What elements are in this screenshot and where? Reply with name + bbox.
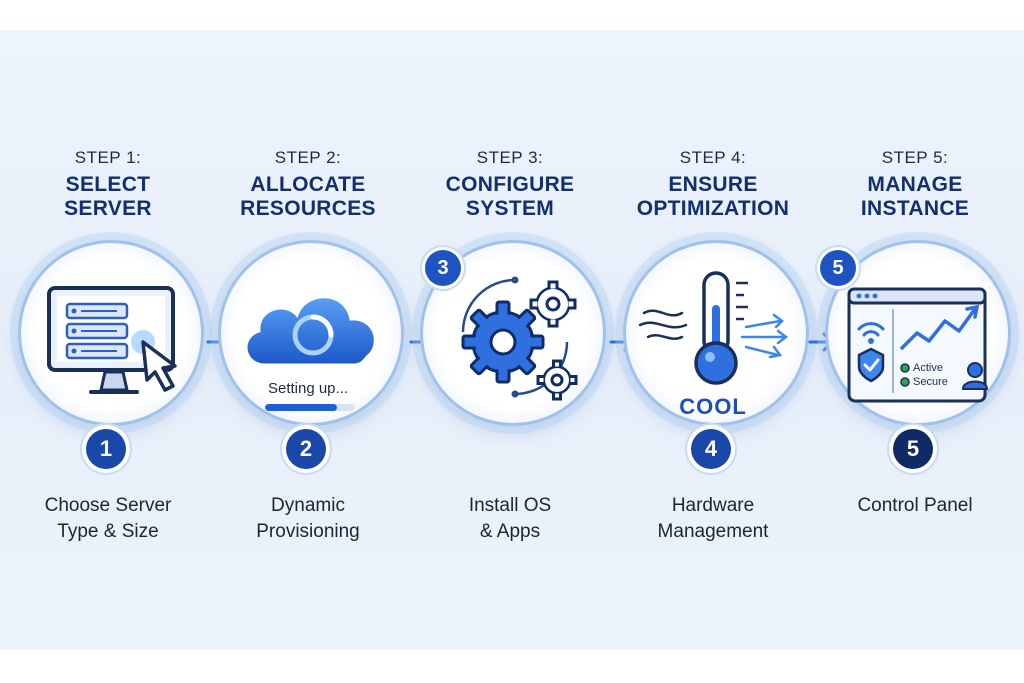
step-title: SELECT SERVER — [64, 173, 152, 220]
step-description: Install OS & Apps — [468, 495, 552, 542]
status-text: Setting up... — [267, 380, 349, 397]
step-label: STEP 2: — [274, 148, 342, 167]
step-number-badge: 4 — [691, 429, 731, 469]
step-3: STEP 3: CONFIGURE SYSTEM 3 — [405, 0, 615, 683]
step-number-badge: 1 — [86, 429, 126, 469]
step-description: Dynamic Provisioning — [256, 495, 360, 542]
dashboard-icon — [847, 287, 989, 403]
step-title: MANAGE INSTANCE — [860, 173, 970, 220]
status-item: Secure — [913, 376, 948, 388]
step-title: CONFIGURE SYSTEM — [445, 173, 575, 220]
status-item: Active — [913, 362, 943, 374]
step-number-badge: 2 — [286, 429, 326, 469]
step-5: STEP 5: MANAGE INSTANCE 5 Active Secure … — [810, 0, 1020, 683]
step-title: ALLOCATE RESOURCES — [240, 173, 376, 220]
status-text: COOL — [679, 394, 747, 419]
step-description: Control Panel — [857, 495, 973, 516]
step-description: Choose Server Type & Size — [44, 495, 172, 542]
step-number-badge: 3 — [425, 250, 461, 286]
gears-icon — [461, 276, 578, 401]
progress-fill — [265, 404, 337, 411]
step-label: STEP 5: — [881, 148, 949, 167]
step-title: ENSURE OPTIMIZATION — [636, 173, 790, 220]
step-4: STEP 4: ENSURE OPTIMIZATION COOL 4 Hardw… — [608, 0, 818, 683]
step-2: STEP 2: ALLOCATE RESOURCES Setting up...… — [203, 0, 413, 683]
monitor-pointer-icon — [47, 286, 177, 394]
cloud-loading-icon — [244, 295, 377, 367]
step-number-badge: 5 — [893, 429, 933, 469]
step-label: STEP 3: — [476, 148, 544, 167]
step-1: STEP 1: SELECT SERVER 1 Choose Server Ty… — [3, 0, 213, 683]
step-description: Hardware Management — [657, 495, 769, 542]
thermometer-icon — [638, 271, 789, 385]
progress-bar — [265, 404, 355, 411]
step-label: STEP 4: — [679, 148, 747, 167]
step-label: STEP 1: — [74, 148, 142, 167]
step-number-badge: 5 — [820, 250, 856, 286]
